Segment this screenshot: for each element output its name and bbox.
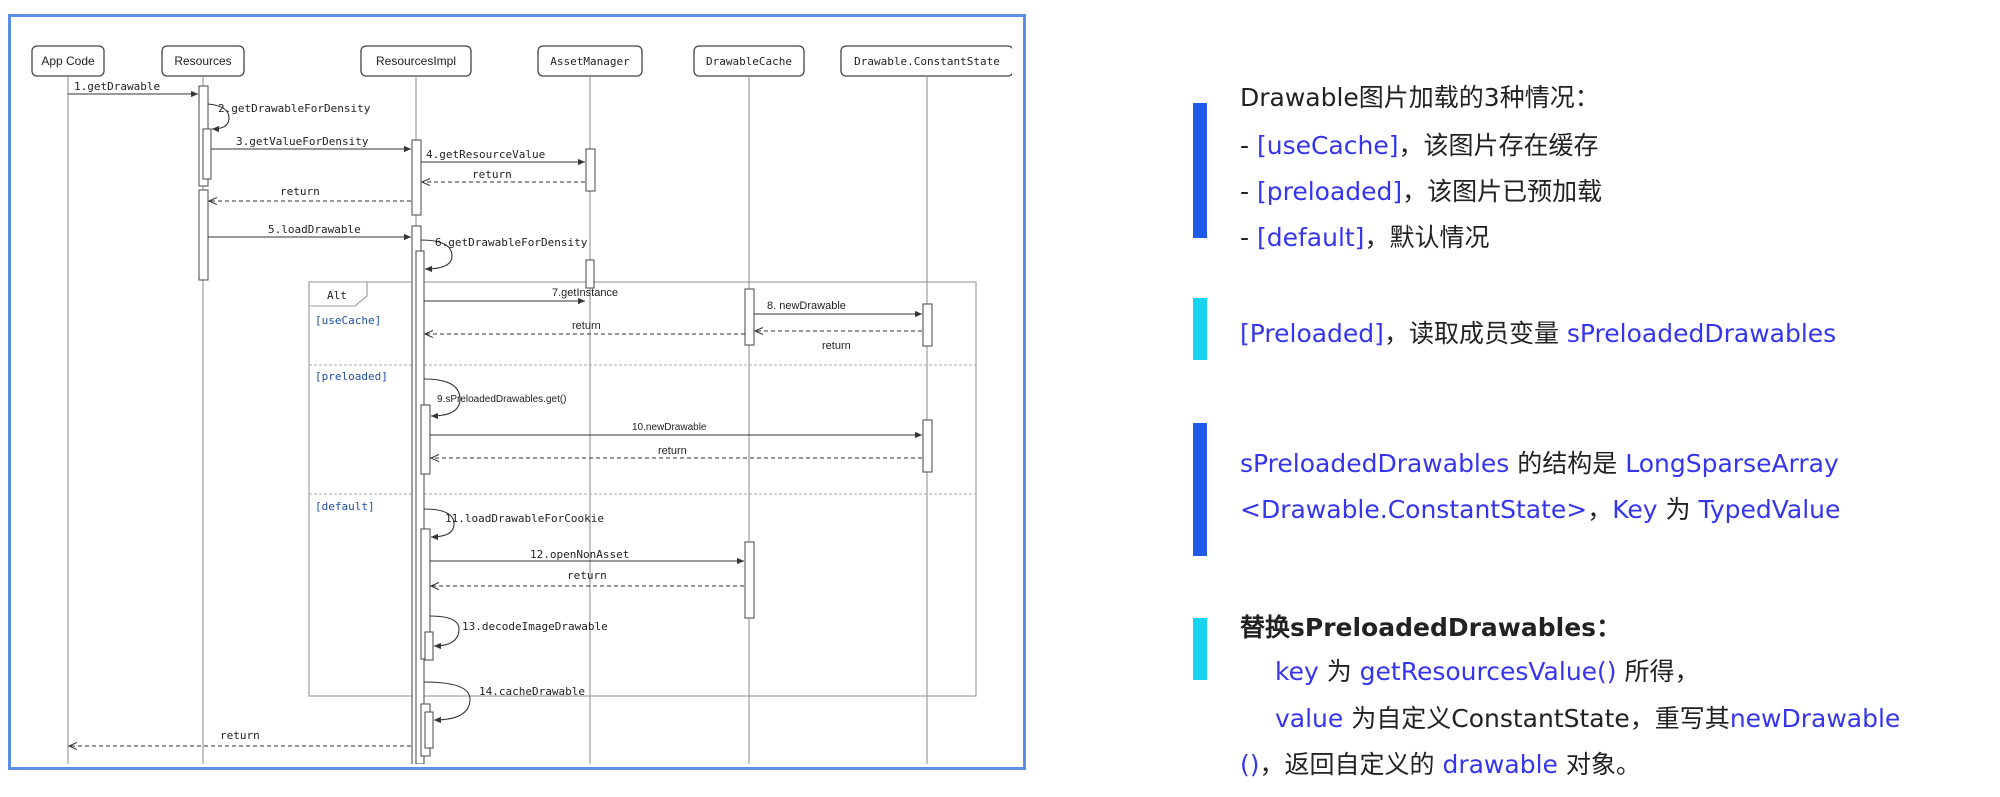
item-key: [useCache] [1256,131,1399,160]
ret-3: return [280,185,320,198]
msg-1: 1.getDrawable [74,80,160,93]
type-name: LongSparseArray [1625,449,1839,478]
block4-line3: ()，返回自定义的 drawable 对象。 [1240,749,1641,782]
sequence-diagram-frame: App Code Resources ResourcesImpl AssetMa… [8,14,1026,770]
participant-resourcesimpl: ResourcesImpl [360,45,472,77]
block3-desc: 为 [1657,495,1699,524]
msg-3: 3.getValueForDensity [236,135,369,148]
ret-8: return [822,340,851,352]
block4-desc: 为 [1318,657,1360,686]
msg-6: 6.getDrawableForDensity [435,236,588,249]
participant-app-code: App Code [31,45,105,77]
block2-desc: ，读取成员变量 [1383,319,1567,348]
var-name: sPreloadedDrawables [1240,449,1510,478]
guard-default: [default] [315,500,375,513]
block4-line1: key 为 getResourcesValue() 所得， [1275,656,1700,689]
block4-desc: ，返回自定义的 [1259,750,1443,779]
msg-5: 5.loadDrawable [268,223,361,236]
block4-title: 替换sPreloadedDrawables： [1240,613,1622,642]
bullet-dash: - [1240,223,1257,252]
participant-label: Drawable.ConstantState [854,55,1000,68]
sequence-diagram: App Code Resources ResourcesImpl AssetMa… [31,45,1012,764]
key-name: key [1275,657,1319,686]
item-key: [preloaded] [1256,177,1403,206]
participant-drawablecache: DrawableCache [693,45,805,77]
method-name: getResourcesValue() [1359,657,1617,686]
type-name: <Drawable.ConstantState> [1240,495,1588,524]
ret-12: return [567,569,607,582]
fragment-label: Alt [327,289,347,302]
guard-usecache: [useCache] [315,314,381,327]
block4-line2: value 为自定义ConstantState，重写其newDrawable [1275,703,1900,736]
item-text: ，该图片存在缓存 [1398,131,1599,160]
msg-10: 10.newDrawable [632,422,707,433]
method-name: newDrawable [1729,704,1901,733]
block1-item-default: - [default]，默认情况 [1240,222,1489,255]
msg-13: 13.decodeImageDrawable [462,620,608,633]
accent-bar-cyan [1193,618,1207,680]
message-labels: 1.getDrawable 2.getDrawableForDensity 3.… [74,80,851,742]
msg-14: 14.cacheDrawable [479,685,585,698]
block1-item-preloaded: - [preloaded]，该图片已预加载 [1240,176,1602,209]
participant-label: App Code [41,54,95,68]
type-name: TypedValue [1698,495,1841,524]
msg-11: 11.loadDrawableForCookie [445,512,604,525]
ret-final: return [220,729,260,742]
var-name: sPreloadedDrawables [1566,319,1837,348]
bullet-dash: - [1240,177,1257,206]
accent-bar-blue [1193,103,1207,238]
msg-7: 7.getInstance [552,287,618,299]
accent-bar-blue [1193,423,1207,556]
participant-assetmanager: AssetManager [537,45,643,77]
block4-desc: 对象。 [1557,750,1641,779]
participant-label: AssetManager [550,55,630,68]
block4-desc: 为自定义ConstantState，重写其 [1343,704,1730,733]
participant-label: Resources [174,54,231,68]
participant-drawable-constantstate: Drawable.ConstantState [840,45,1012,77]
block4-desc: 所得， [1616,657,1700,686]
ret-4: return [472,168,512,181]
alt-fragment: Alt [useCache] [preloaded] [default] [308,281,977,697]
msg-9: 9.sPreloadedDrawables.get() [437,394,567,405]
msg-2: 2.getDrawableForDensity [218,102,371,115]
key-name: value [1275,704,1344,733]
key-name: Key [1612,495,1658,524]
participant-resources: Resources [161,45,245,77]
block3-line1: sPreloadedDrawables 的结构是 LongSparseArray [1240,448,1839,481]
participant-label: DrawableCache [706,55,792,68]
block3-desc: 的结构是 [1509,449,1626,478]
item-key: [default] [1256,223,1365,252]
guard-preloaded: [preloaded] [315,370,388,383]
block3-desc: ， [1587,495,1613,524]
preloaded-key: [Preloaded] [1240,319,1384,348]
block1-title: Drawable图片加载的3种情况： [1240,83,1600,112]
key-name: drawable [1442,750,1558,779]
msg-8: 8. newDrawable [767,300,846,312]
block2-text: [Preloaded]，读取成员变量 sPreloadedDrawables [1240,318,1836,351]
ret-10: return [658,445,687,457]
activation-bars [198,85,933,764]
message-arrows [68,90,922,746]
msg-12: 12.openNonAsset [530,548,629,561]
participant-label: ResourcesImpl [376,54,456,68]
item-text: ，默认情况 [1364,223,1490,252]
accent-bar-cyan [1193,298,1207,360]
item-text: ，该图片已预加载 [1402,177,1603,206]
block3-line2: <Drawable.ConstantState>，Key 为 TypedValu… [1240,494,1840,527]
ret-7: return [572,320,601,332]
msg-4: 4.getResourceValue [426,148,545,161]
bullet-dash: - [1240,131,1257,160]
method-name: () [1240,750,1260,779]
block1-item-usecache: - [useCache]，该图片存在缓存 [1240,130,1599,163]
